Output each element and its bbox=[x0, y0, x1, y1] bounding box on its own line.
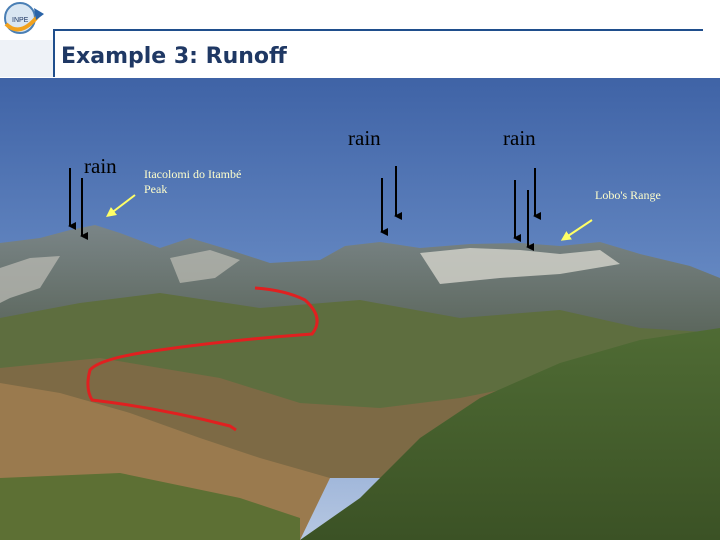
range-label: Lobo's Range bbox=[595, 188, 661, 202]
runoff-path bbox=[86, 286, 319, 432]
peak-label-line1: Itacolomi do Itambé bbox=[144, 167, 242, 181]
peak-label-line2: Peak bbox=[144, 182, 168, 196]
landscape-photo bbox=[0, 78, 720, 540]
rain-label-right: rain bbox=[503, 126, 536, 150]
header-rule-top bbox=[55, 29, 703, 31]
slide-title: Example 3: Runoff bbox=[61, 44, 287, 69]
svg-text:INPE: INPE bbox=[12, 17, 29, 24]
rain-label-left: rain bbox=[84, 154, 117, 178]
header-rule-left bbox=[53, 29, 55, 77]
inpe-logo: INPE bbox=[4, 2, 44, 34]
peak-label: Itacolomi do Itambé Peak bbox=[144, 167, 241, 197]
rain-label-center: rain bbox=[348, 126, 381, 150]
header-side-panel bbox=[0, 40, 53, 77]
